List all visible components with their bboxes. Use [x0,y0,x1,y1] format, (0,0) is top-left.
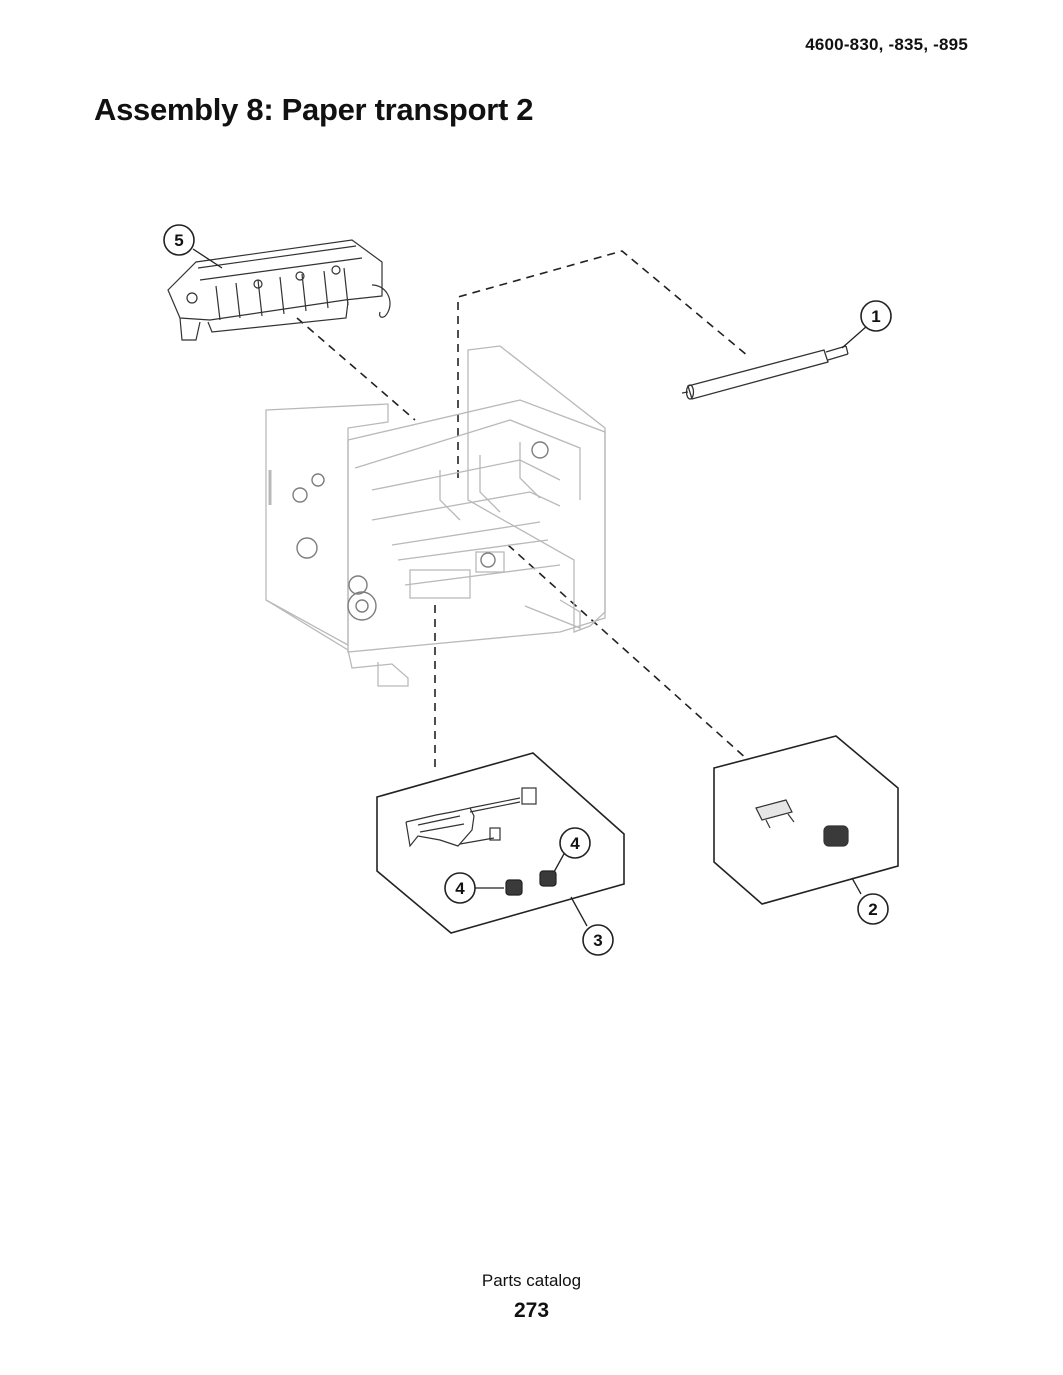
part-2-drawing [755,799,849,847]
part-1-roller-drawing [681,345,849,400]
svg-text:4: 4 [455,879,465,898]
page-title: Assembly 8: Paper transport 2 [94,92,534,127]
callout-leaders [192,248,868,927]
callout-5: 5 [163,224,195,256]
leader-line-part-1 [457,250,749,478]
svg-text:3: 3 [593,931,602,950]
model-reference: 4600-830, -835, -895 [805,35,968,54]
part-2-kit-box [713,735,899,905]
callout-4-right: 4 [559,827,591,859]
callouts: 5 1 2 3 4 4 [163,224,892,956]
callout-2: 2 [857,893,889,925]
svg-text:2: 2 [868,900,877,919]
leader-line-part-5 [296,317,416,421]
page-number: 273 [513,1299,550,1322]
leader-lines [296,250,749,770]
printer-main-frame [265,345,606,687]
part-4-rollers-drawing [505,870,557,896]
footer-label: Parts catalog [481,1271,582,1290]
leader-line-part-2 [507,544,749,761]
callout-1: 1 [860,300,892,332]
printer-gears [292,441,549,621]
svg-text:5: 5 [174,231,183,250]
part-3-assembly-drawing [405,787,537,848]
part-5-assembly-drawing [167,239,391,341]
part-3-kit-box [376,752,625,934]
svg-text:1: 1 [871,307,880,326]
callout-3: 3 [582,924,614,956]
svg-text:4: 4 [570,834,580,853]
callout-4-left: 4 [444,872,476,904]
